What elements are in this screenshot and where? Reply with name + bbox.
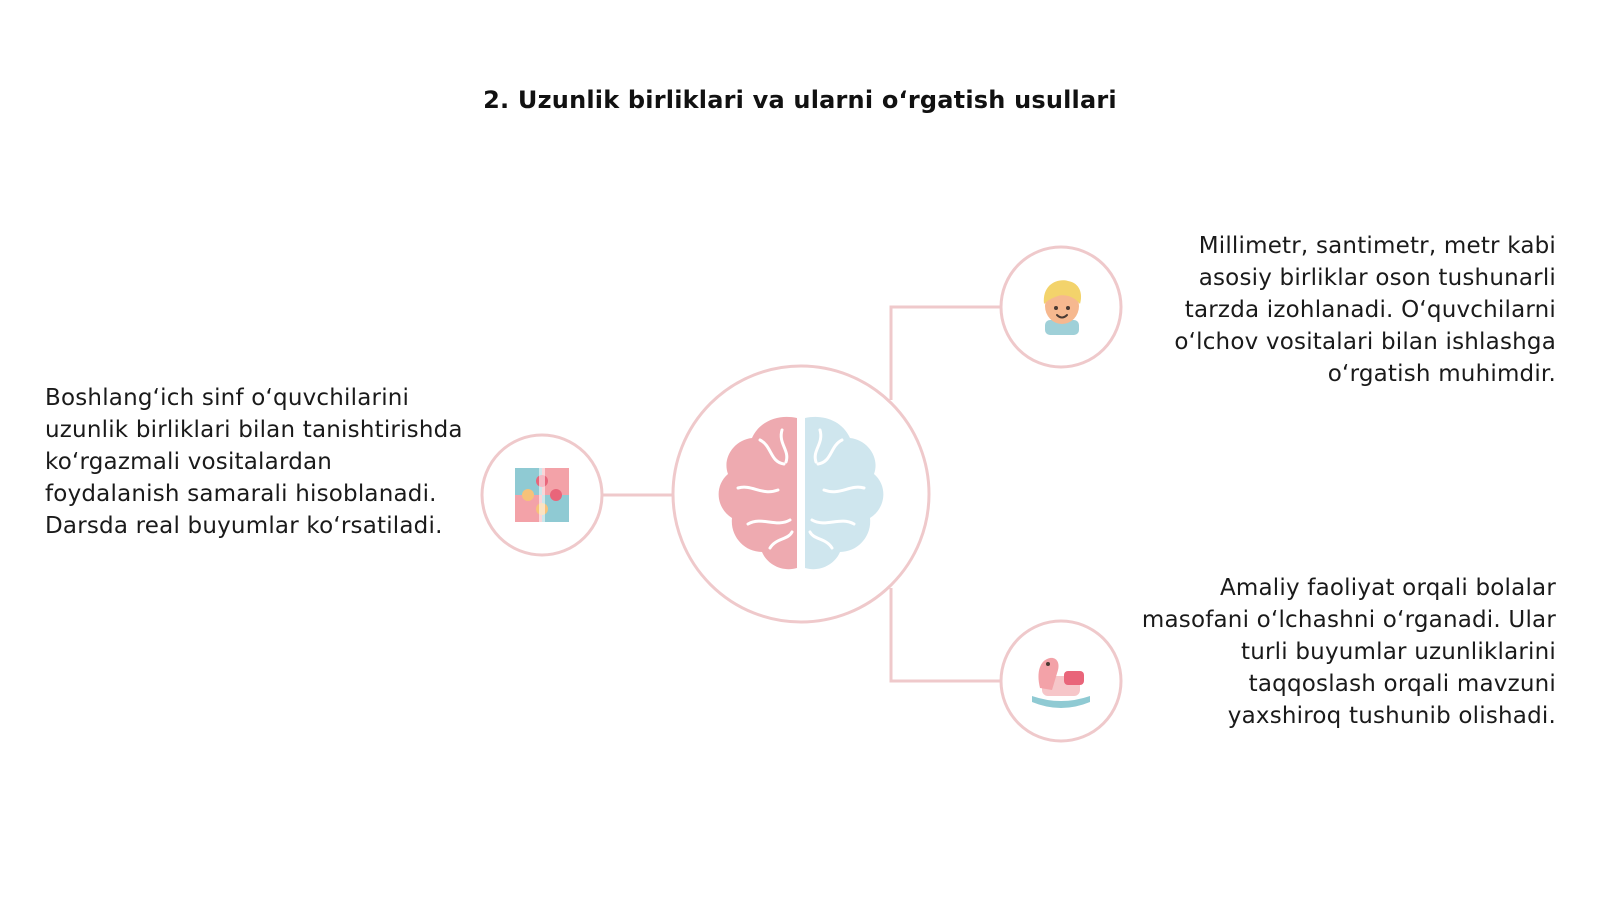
bottom-right-node: [999, 619, 1123, 743]
child-face-icon: [1043, 280, 1082, 335]
rocking-horse-icon: [1032, 657, 1090, 708]
left-node: [480, 433, 604, 557]
top-right-node-text: Millimetr, santimetr, metr kabi asosiy b…: [1174, 233, 1556, 387]
slide-title: 2. Uzunlik birliklari va ularni o‘rgatis…: [483, 86, 1117, 114]
puzzle-icon: [515, 466, 569, 524]
bottom-right-node-text: Amaliy faoliyat orqali bolalar masofani …: [1141, 575, 1556, 729]
brain-icon: [718, 416, 884, 570]
connector-bottom-right: [889, 588, 1001, 683]
left-node-text: Boshlang‘ich sinf o‘quvchilarini uzunlik…: [45, 385, 463, 539]
connector-top-right: [889, 305, 1001, 400]
connector-lines: [601, 305, 1001, 683]
top-right-node: [999, 245, 1123, 369]
center-node: [671, 364, 931, 624]
